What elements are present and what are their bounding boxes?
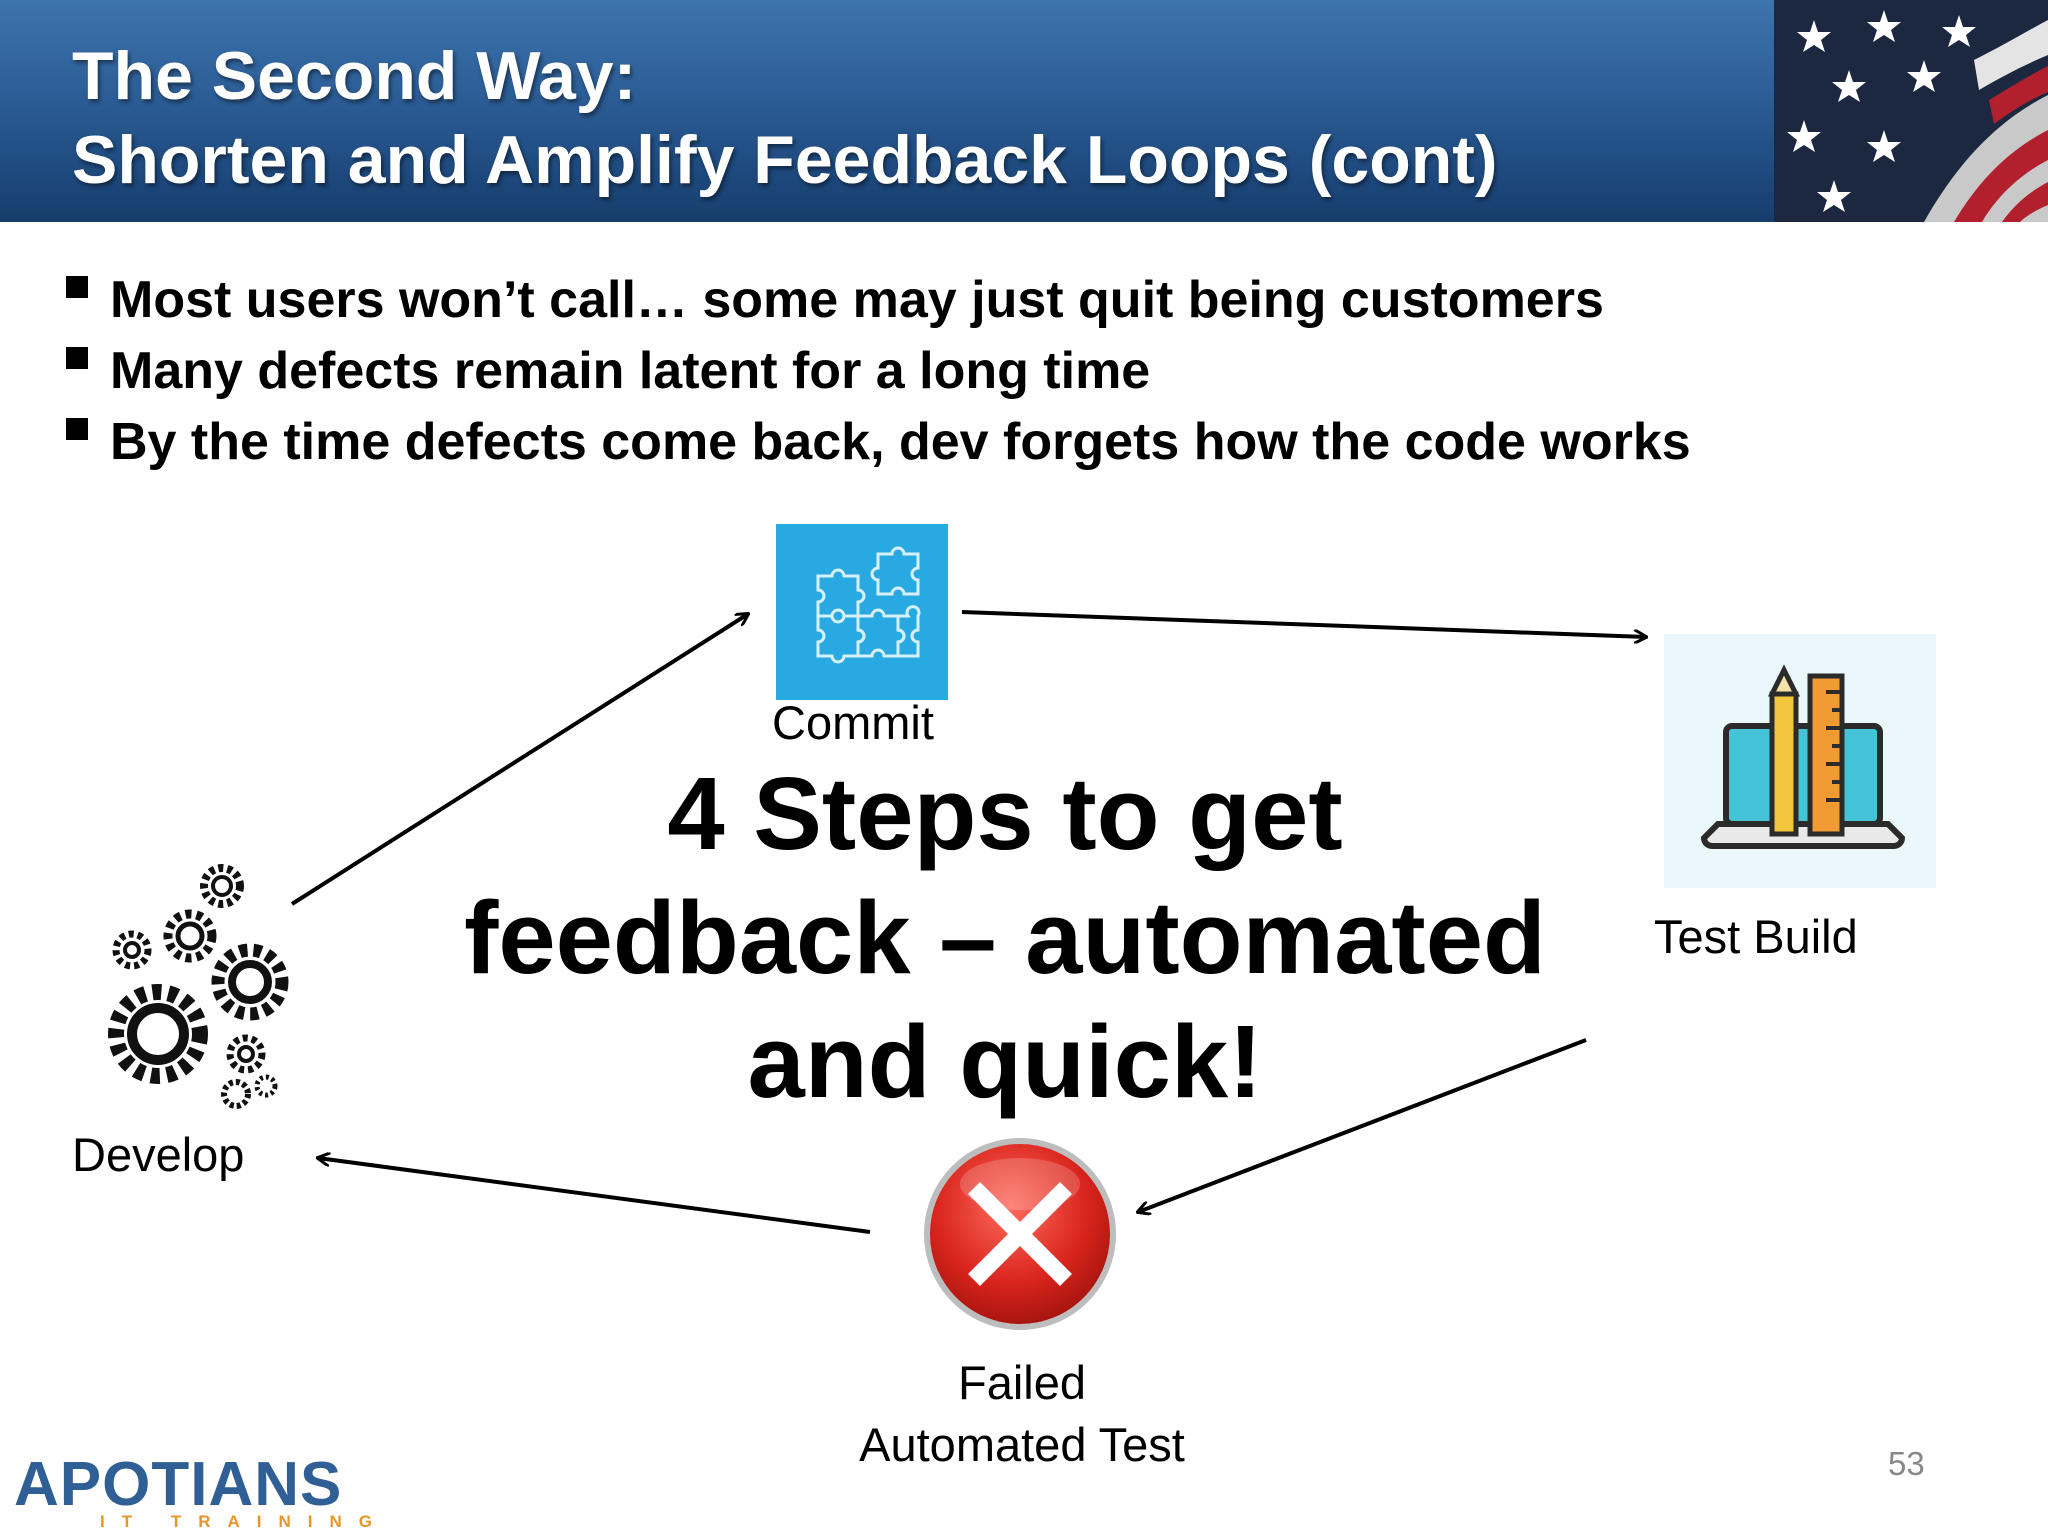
arrow-failed-to-develop [318, 1158, 871, 1234]
title-line-1: The Second Way: [72, 38, 637, 114]
failed-test-label: Failed Automated Test [846, 1354, 1198, 1474]
center-line-2: feedback – automated [464, 880, 1546, 995]
commit-label: Commit [772, 696, 934, 749]
center-line-3: and quick! [747, 1004, 1263, 1119]
american-flag-icon [1774, 0, 2048, 222]
red-x-icon [924, 1138, 1116, 1330]
bullet-list: Most users won’t call… some may just qui… [64, 268, 1691, 481]
bullet-square-icon [66, 418, 88, 440]
laptop-tools-icon [1664, 634, 1936, 888]
slide-title: The Second Way: Shorten and Amplify Feed… [72, 34, 1498, 202]
page-number: 53 [1888, 1445, 1925, 1482]
test-build-label: Test Build [1654, 910, 1858, 963]
bullet-square-icon [66, 347, 88, 369]
title-line-2: Shorten and Amplify Feedback Loops (cont… [72, 122, 1498, 198]
develop-label: Develop [72, 1128, 245, 1181]
apotians-logo-subtitle: IT TRAINING [100, 1512, 389, 1531]
bullet-item: By the time defects come back, dev forge… [64, 410, 1691, 481]
center-line-1: 4 Steps to get [667, 756, 1343, 871]
center-headline: 4 Steps to get feedback – automated and … [400, 752, 1610, 1124]
slide-header: The Second Way: Shorten and Amplify Feed… [0, 0, 2048, 222]
bullet-item: Many defects remain latent for a long ti… [64, 339, 1691, 410]
apotians-logo: APOTIANS [14, 1450, 343, 1519]
bullet-item: Most users won’t call… some may just qui… [64, 268, 1691, 339]
failed-label-line-2: Automated Test [859, 1418, 1185, 1471]
gears-icon [108, 864, 289, 1109]
failed-label-line-1: Failed [957, 1356, 1086, 1409]
arrow-commit-to-testbuild [961, 610, 1646, 637]
puzzle-icon [776, 524, 948, 700]
bullet-square-icon [66, 276, 88, 298]
